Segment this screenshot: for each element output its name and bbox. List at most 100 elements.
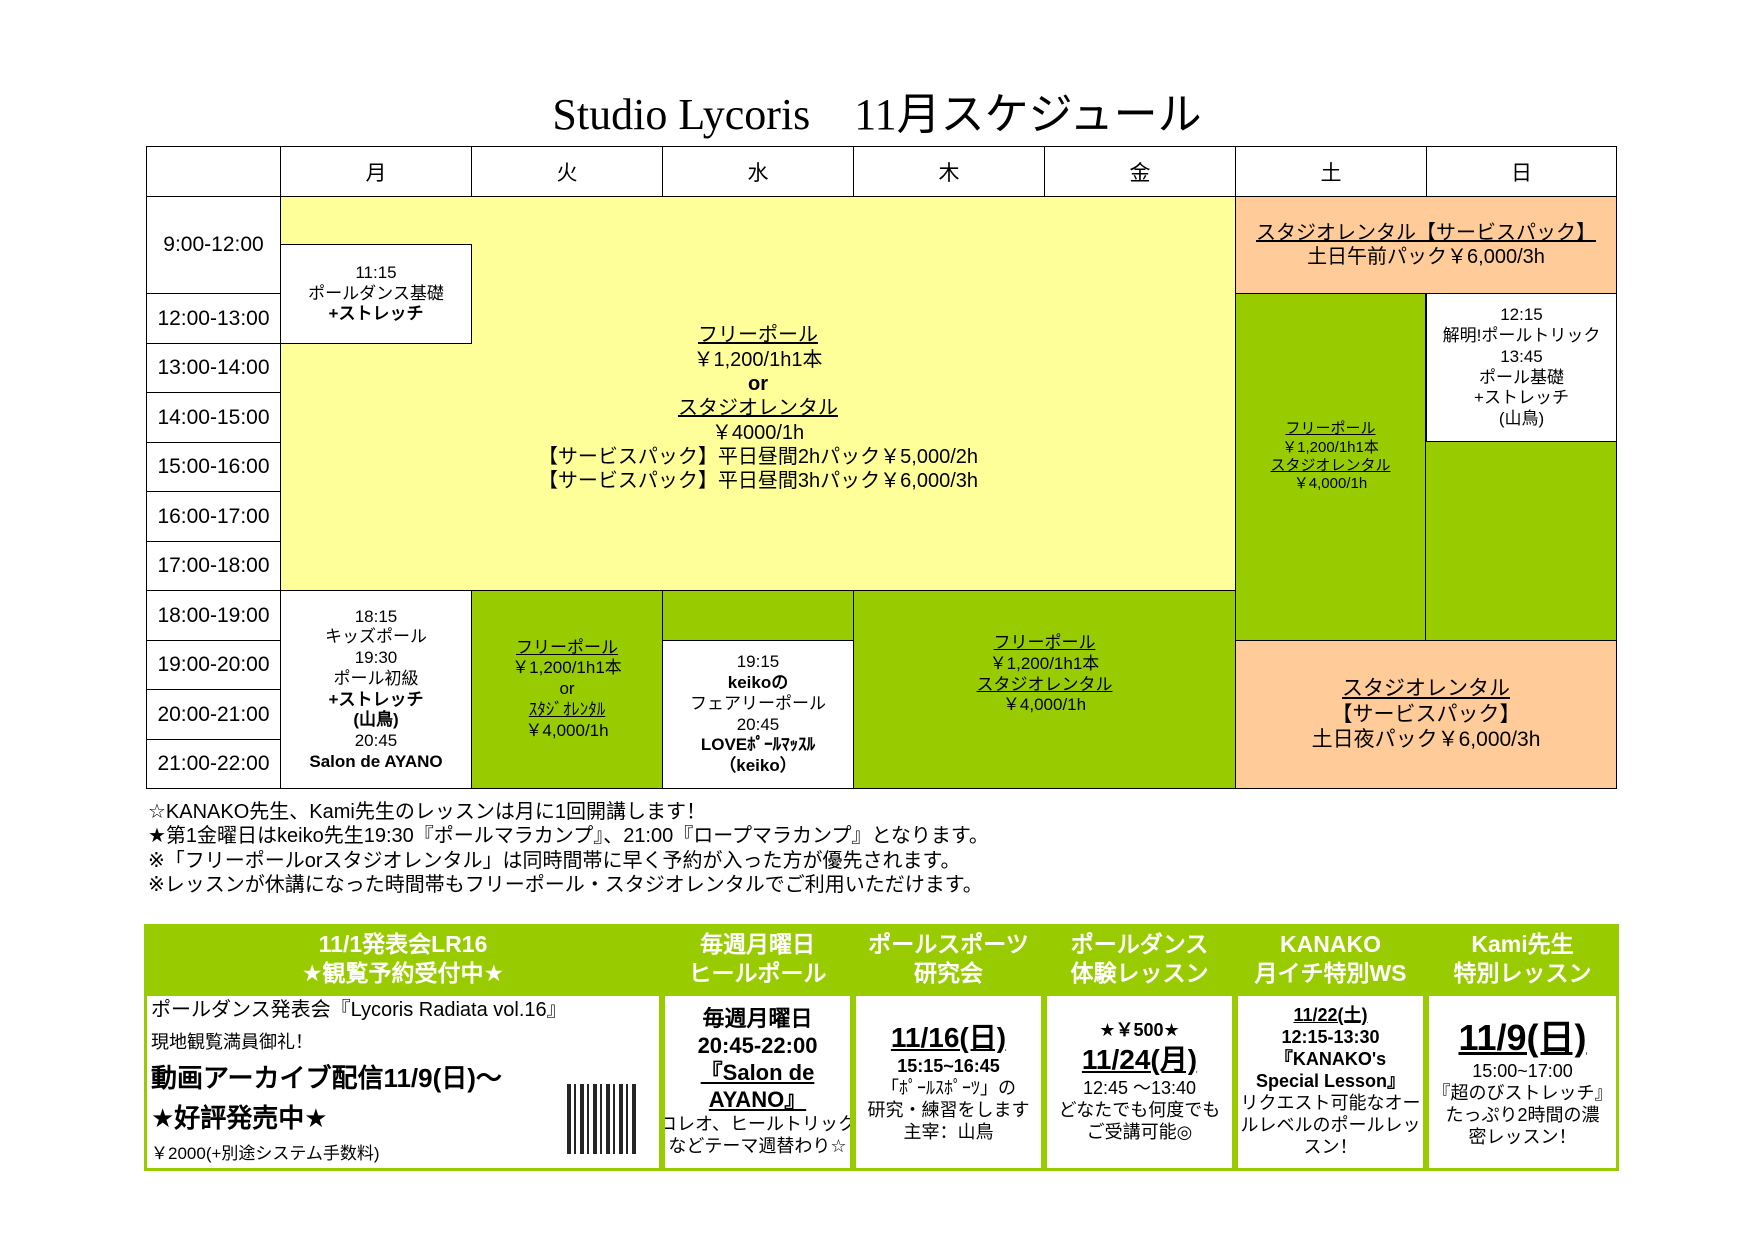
- day-header: 金: [1044, 146, 1236, 197]
- promo-header-line: 月イチ特別WS: [1254, 960, 1407, 986]
- day-header: 水: [662, 146, 854, 197]
- promo-header-line: 体験レッスン: [1070, 960, 1209, 986]
- text-line: or: [559, 679, 575, 699]
- text-line: 15:15~16:45: [897, 1056, 1000, 1077]
- note: ★第1金曜日はkeiko先生19:30『ポールマラカンプ』、21:00『ロープマ…: [148, 825, 989, 848]
- text-line: AYANO』: [708, 1086, 807, 1112]
- promo-text: ポールダンス発表会『Lycoris Radiata vol.16』: [151, 999, 567, 1021]
- promo-header: 11/1発表会LR16★観覧予約受付中★: [147, 924, 659, 994]
- text-line: ￥4,000/1h: [1293, 475, 1368, 493]
- promo-header-line: 特別レッスン: [1453, 960, 1592, 986]
- text-line: 11/9(日): [1458, 1016, 1587, 1058]
- text-line: 【サービスパック】平日昼間2hパック￥5,000/2h: [537, 446, 979, 469]
- time-slot: 12:00-13:00: [146, 293, 281, 344]
- text-line: スタジオレンタル【サービスパック】: [1256, 221, 1596, 244]
- text-line: キッズポール: [325, 627, 427, 647]
- text-line: ￥1,200/1h1本: [989, 653, 1100, 673]
- text-line: Special Lesson』: [1255, 1071, 1406, 1092]
- promo-section: 11/1発表会LR16★観覧予約受付中★ポールダンス発表会『Lycoris Ra…: [144, 924, 1619, 1171]
- promo-header-line: KANAKO: [1280, 931, 1381, 958]
- text-line: (山鳥): [1498, 408, 1545, 428]
- text-line: +ストレッチ: [328, 304, 424, 324]
- promo-text: 現地観覧満員御礼！: [151, 1032, 313, 1052]
- promo-text: 動画アーカイブ配信11/9(日)〜: [151, 1063, 502, 1093]
- promo-header-line: 毎週月曜日: [700, 931, 815, 958]
- weekend-morning-block: スタジオレンタル【サービスパック】土日午前パック￥6,000/3h: [1235, 196, 1617, 294]
- time-slot: 15:00-16:00: [146, 442, 281, 492]
- time-slot: 9:00-12:00: [146, 196, 281, 294]
- time-slot: 13:00-14:00: [146, 343, 281, 393]
- note: ※レッスンが休講になった時間帯もフリーポール・スタジオレンタルでご利用いただけま…: [148, 874, 983, 897]
- text-line: ￥4,000/1h: [525, 720, 609, 740]
- thufri-evening-block: フリーポール￥1,200/1h1本スタジオレンタル￥4,000/1h: [853, 590, 1236, 789]
- promo-header-line: ポールダンス: [1070, 931, 1209, 958]
- text-line: 11/22(土): [1293, 1005, 1368, 1026]
- text-line: 11/24(月): [1081, 1043, 1198, 1075]
- text-line: 20:45: [354, 730, 398, 750]
- text-line: 20:45: [736, 714, 780, 734]
- text-line: 19:30: [354, 648, 398, 668]
- text-line: （keiko）: [719, 755, 797, 775]
- page-title: Studio Lycoris 11月スケジュール: [552, 90, 1202, 139]
- text-line: ポールダンス基礎: [308, 283, 444, 303]
- time-slot: 19:00-20:00: [146, 640, 281, 690]
- text-line: ★￥500★: [1099, 1019, 1180, 1040]
- text-line: スン！: [1303, 1136, 1358, 1157]
- promo-header: Kami先生特別レッスン: [1429, 924, 1616, 994]
- text-line: 『KANAKO's: [1274, 1049, 1387, 1070]
- promo-header-line: ポールスポーツ: [868, 931, 1029, 958]
- text-line: 密レッスン！: [1468, 1127, 1577, 1148]
- day-header: 火: [471, 146, 663, 197]
- time-slot: 14:00-15:00: [146, 392, 281, 443]
- text-line: フェアリーポール: [690, 693, 826, 713]
- text-line: 研究・練習をします: [867, 1100, 1030, 1121]
- time-slot: 21:00-22:00: [146, 739, 281, 789]
- text-line: 土日夜パック￥6,000/3h: [1311, 728, 1541, 752]
- promo-header-line: Kami先生: [1471, 931, 1574, 958]
- text-line: ポール基礎: [1479, 367, 1564, 387]
- text-line: 12:15-13:30: [1281, 1027, 1380, 1048]
- text-line: スタジオレンタル: [1270, 457, 1391, 474]
- text-line: ￥1,200/1h1本: [1282, 438, 1379, 456]
- text-line: 12:45 〜13:40: [1082, 1078, 1197, 1099]
- qr-code[interactable]: [567, 1084, 639, 1154]
- text-line: ￥4000/1h: [711, 421, 805, 444]
- day-header: 木: [853, 146, 1045, 197]
- promo-header: ポールダンス体験レッスン: [1047, 924, 1232, 994]
- text-line: 主宰：山鳥: [903, 1122, 994, 1143]
- promo-header-line: ★観覧予約受付中★: [301, 960, 505, 986]
- text-line: 13:45: [1500, 346, 1543, 366]
- promo-body: 11/9(日)15:00~17:00『超のびストレッチ』たっぷり2時間の濃密レッ…: [1429, 996, 1616, 1168]
- header-corner: [146, 146, 281, 197]
- text-line: スタジオレンタル: [678, 397, 838, 420]
- promo-text: ￥2000(+別途システム手数料): [151, 1144, 380, 1163]
- text-line: 『Salon de: [700, 1060, 815, 1086]
- promo-header-line: 11/1発表会LR16: [318, 931, 488, 958]
- text-line: Salon de AYANO: [309, 751, 443, 771]
- time-slot: 18:00-19:00: [146, 590, 281, 641]
- notes: ☆KANAKO先生、Kami先生のレッスンは月に1回開講します！ ★第1金曜日は…: [148, 800, 989, 898]
- text-line: たっぷり2時間の濃: [1445, 1105, 1600, 1126]
- text-line: 毎週月曜日: [702, 1006, 813, 1032]
- text-line: どなたでも何度でも: [1058, 1100, 1221, 1121]
- note: ※「フリーポールorスタジオレンタル」は同時間帯に早く予約が入った方が優先されま…: [148, 849, 961, 872]
- note: ☆KANAKO先生、Kami先生のレッスンは月に1回開講します！: [148, 801, 706, 823]
- promo-header-line: 研究会: [914, 960, 983, 986]
- text-line: ￥1,200/1h1本: [512, 658, 622, 678]
- time-slot: 16:00-17:00: [146, 491, 281, 542]
- text-line: 11:15: [355, 262, 397, 282]
- promo-body: ポールダンス発表会『Lycoris Radiata vol.16』現地観覧満員御…: [147, 996, 659, 1168]
- weekend-evening-block: スタジオレンタル【サービスパック】土日夜パック￥6,000/3h: [1235, 640, 1617, 789]
- text-line: 土日午前パック￥6,000/3h: [1307, 246, 1545, 268]
- text-line: ￥1,200/1h1本: [693, 348, 823, 371]
- text-line: 「ﾎﾟｰﾙｽﾎﾟｰﾂ」の: [881, 1078, 1016, 1099]
- text-line: 11/16(日): [890, 1021, 1007, 1053]
